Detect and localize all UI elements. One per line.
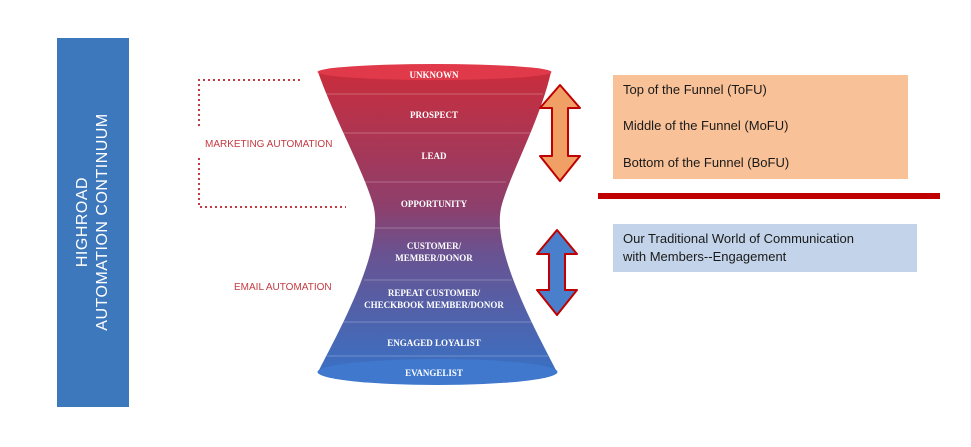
bofu-text: Bottom of the Funnel (BoFU): [623, 155, 790, 170]
funnel-stage-label: EVANGELIST: [405, 368, 463, 378]
funnel-stage-label: PROSPECT: [410, 110, 458, 120]
funnel-bottom-rim: [317, 359, 558, 385]
funnel-top-rim: [317, 64, 552, 80]
funnel-stage-label: REPEAT CUSTOMER/: [388, 288, 481, 298]
funnel-stage-labels: UNKNOWN PROSPECT LEAD OPPORTUNITY CUSTOMER/M…: [364, 70, 504, 378]
funnel-stage-label: CHECKBOOK MEMBER/DONOR: [364, 300, 504, 310]
funnel-stage-label: LEAD: [421, 151, 447, 161]
tofu-text: Top of the Funnel (ToFU): [623, 82, 767, 97]
traditional-text-line2: with Members--Engagement: [623, 249, 787, 264]
marketing-automation-bracket: [198, 79, 346, 208]
sidebar-panel: [57, 38, 129, 407]
funnel-stage-box: Top of the Funnel (ToFU) Middle of the F…: [613, 75, 908, 179]
engagement-arrow: [536, 229, 578, 316]
divider-bar: [598, 193, 940, 199]
funnel-stage-label: CUSTOMER/: [407, 241, 462, 251]
funnel-body: [318, 72, 557, 372]
traditional-communication-box: Our Traditional World of Communication w…: [613, 224, 917, 272]
funnel-separators: [326, 93, 548, 357]
traditional-text-line1: Our Traditional World of Communication: [623, 231, 854, 246]
email-automation-label: EMAIL AUTOMATION: [234, 282, 332, 293]
tofu-bofu-arrow: [539, 84, 581, 182]
funnel-stage-label: ENGAGED LOYALIST: [387, 338, 480, 348]
funnel-stage-label: OPPORTUNITY: [401, 199, 468, 209]
mofu-text: Middle of the Funnel (MoFU): [623, 118, 789, 133]
funnel-stage-label: MEMBER/DONOR: [395, 253, 473, 263]
marketing-automation-label: MARKETING AUTOMATION: [205, 139, 332, 150]
funnel-stage-label: UNKNOWN: [410, 70, 459, 80]
